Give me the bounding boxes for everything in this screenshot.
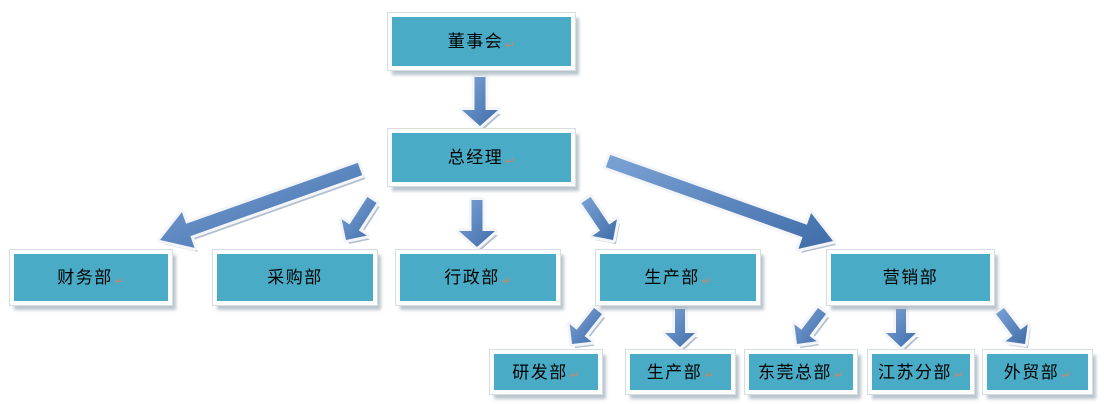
arrow-zongjingli-to-caiwubu[interactable] <box>157 159 366 252</box>
arrow-zongjingli-to-shengchanbu[interactable] <box>578 193 620 244</box>
arrow-body <box>993 305 1031 347</box>
org-node-label: 生产部 <box>646 362 703 382</box>
org-node-dongguan[interactable]: 东莞总部↵ <box>745 350 857 394</box>
paragraph-mark-icon: ↵ <box>505 37 516 52</box>
arrow-yingxiaobu-to-waimao[interactable] <box>993 305 1031 348</box>
arrow-dongshihui-to-zongjingli[interactable] <box>459 74 501 130</box>
arrow-body <box>456 197 498 250</box>
org-node-caigoubu[interactable]: 采购部 <box>213 250 377 305</box>
org-node-label: 总经理 <box>447 148 504 167</box>
arrow-yingxiaobu-to-jiangsu[interactable] <box>883 306 919 351</box>
org-node-yingxiaobu[interactable]: 营销部 <box>827 250 994 305</box>
org-node-label: 财务部 <box>57 268 113 287</box>
paragraph-mark-icon: ↵ <box>505 153 516 168</box>
org-node-caiwubu[interactable]: 财务部↵ <box>10 250 172 305</box>
org-node-shengchanbu-child[interactable]: 生产部↵ <box>626 350 735 394</box>
org-node-dongshihui[interactable]: 董事会↵ <box>388 13 575 70</box>
org-node-label: 采购部 <box>267 268 323 287</box>
arrow-body <box>338 194 380 243</box>
paragraph-mark-icon: ↵ <box>569 368 580 382</box>
paragraph-mark-icon: ↵ <box>501 273 512 288</box>
paragraph-mark-icon: ↵ <box>1061 368 1072 382</box>
org-node-label: 营销部 <box>882 268 939 287</box>
arrow-body <box>791 305 829 347</box>
org-node-xingzhengbu[interactable]: 行政部↵ <box>396 250 560 305</box>
org-node-jiangsu[interactable]: 江苏分部↵ <box>868 350 974 394</box>
org-node-zongjingli[interactable]: 总经理↵ <box>388 129 575 186</box>
arrow-body <box>459 74 501 129</box>
arrow-shengchanbu-to-yanfabu[interactable] <box>566 304 605 348</box>
arrow-yingxiaobu-to-dongguan[interactable] <box>791 305 829 348</box>
arrow-body <box>157 159 366 251</box>
arrow-body <box>883 306 919 350</box>
paragraph-mark-icon: ↵ <box>833 368 845 382</box>
paragraph-mark-icon: ↵ <box>114 273 125 288</box>
org-node-label: 生产部 <box>644 268 700 287</box>
org-node-shengchanbu[interactable]: 生产部↵ <box>596 250 760 305</box>
org-node-label: 外贸部 <box>1003 362 1060 382</box>
arrow-body <box>602 151 836 252</box>
org-node-label: 董事会 <box>447 32 504 51</box>
org-node-label: 江苏分部 <box>877 362 952 382</box>
org-node-label: 研发部 <box>512 362 568 382</box>
arrow-zongjingli-to-xingzhengbu[interactable] <box>456 197 498 251</box>
arrow-body <box>578 193 620 243</box>
org-node-label: 东莞总部 <box>757 362 832 382</box>
paragraph-mark-icon: ↵ <box>953 368 965 382</box>
org-node-label: 行政部 <box>444 268 500 287</box>
arrow-body <box>566 304 605 347</box>
arrow-zongjingli-to-caigoubu[interactable] <box>338 194 380 244</box>
org-node-waimao[interactable]: 外贸部↵ <box>983 350 1092 394</box>
org-node-yanfabu[interactable]: 研发部↵ <box>490 350 602 394</box>
paragraph-mark-icon: ↵ <box>701 273 712 288</box>
arrow-body <box>662 306 698 350</box>
arrow-shengchanbu-to-shengchanbu-child[interactable] <box>662 306 698 351</box>
paragraph-mark-icon: ↵ <box>704 368 715 382</box>
arrow-zongjingli-to-yingxiaobu[interactable] <box>602 151 836 253</box>
